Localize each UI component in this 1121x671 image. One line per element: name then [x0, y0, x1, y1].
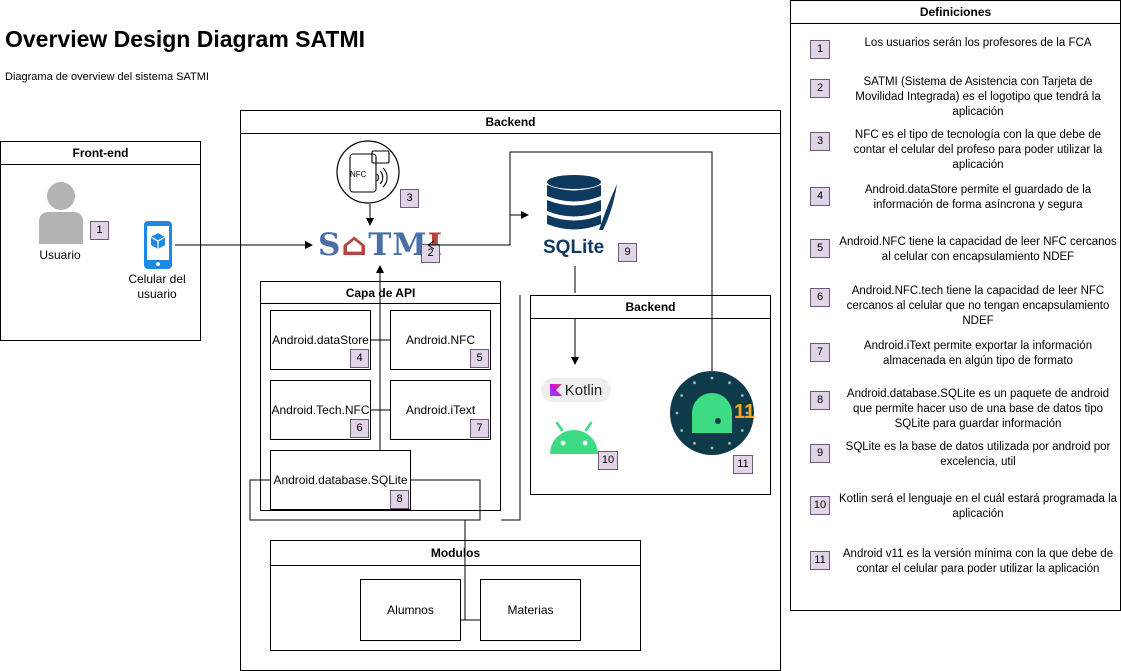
kotlin-logo: Kotlin	[541, 378, 611, 402]
user-label: Usuario	[39, 248, 81, 262]
android-robot-icon	[550, 422, 598, 454]
definition-text-9: SQLite es la base de datos utilizada por…	[845, 441, 1111, 468]
badge-6: 6	[350, 419, 369, 438]
definition-badge-8: 8	[810, 391, 830, 410]
definition-text-11: Android v11 es la versión mínima con la …	[842, 548, 1114, 575]
definition-text-4: Android.dataStore permite el guardado de…	[864, 184, 1092, 211]
api-item-sqlite: Android.database.SQLite	[270, 450, 411, 510]
android11-number: 11	[734, 401, 756, 423]
modulo-alumnos: Alumnos	[360, 579, 461, 641]
definition-badge-2: 2	[810, 79, 830, 98]
definition-badge-9: 9	[810, 444, 830, 463]
page-title: Overview Design Diagram SATMI	[5, 26, 366, 52]
sqlite-label: SQLite	[543, 237, 605, 258]
nfc-text: NFC	[350, 170, 367, 179]
definitions-panel: Definiciones	[790, 0, 1121, 611]
definition-badge-1: 1	[810, 40, 830, 59]
definition-text-2: SATMI (Sistema de Asistencia con Tarjeta…	[855, 76, 1101, 118]
page-subtitle: Diagrama de overview del sistema SATMI	[5, 71, 209, 83]
badge-9: 9	[618, 243, 637, 262]
badge-11: 11	[733, 455, 753, 474]
backend-title: Backend	[241, 111, 780, 134]
database-icon	[547, 175, 617, 230]
phone-icon	[144, 221, 172, 269]
modulos-title: Modulos	[271, 541, 640, 566]
user-icon	[39, 182, 83, 244]
modulo-label: Alumnos	[387, 603, 434, 617]
api-item-label: Android.iText	[405, 403, 476, 417]
satmi-logo: S⌂TMI	[318, 227, 442, 263]
badge-10: 10	[598, 451, 618, 470]
definition-text-7: Android.iText permite exportar la inform…	[863, 340, 1093, 367]
badge-5: 5	[470, 349, 489, 368]
api-item-label: Android.database.SQLite	[273, 473, 408, 487]
android11-icon	[670, 371, 754, 455]
definition-text-8: Android.database.SQLite es un paquete de…	[846, 388, 1110, 430]
api-item-tech-nfc: Android.Tech.NFC	[270, 380, 371, 440]
api-item-label: Android.dataStore	[272, 333, 369, 347]
definitions-title: Definiciones	[791, 1, 1120, 24]
api-item-label: Android.NFC	[405, 333, 476, 347]
definition-text-3: NFC es el tipo de tecnología con la que …	[853, 129, 1103, 171]
definition-text-5: Android.NFC tiene la capacidad de leer N…	[839, 236, 1117, 263]
phone-label: Celular del usuario	[128, 272, 186, 301]
badge-1: 1	[90, 221, 109, 240]
badge-4: 4	[350, 349, 369, 368]
definition-badge-5: 5	[810, 239, 830, 258]
badge-7: 7	[470, 419, 489, 438]
kotlin-text: Kotlin	[564, 381, 603, 399]
inner-backend-title: Backend	[531, 296, 770, 319]
definition-badge-11: 11	[810, 551, 830, 570]
definition-badge-10: 10	[810, 496, 830, 515]
definition-badge-4: 4	[810, 187, 830, 206]
nfc-phone-icon	[336, 140, 400, 204]
modulo-materias: Materias	[480, 579, 581, 641]
api-item-label: Android.Tech.NFC	[271, 403, 370, 417]
badge-3: 3	[400, 189, 419, 208]
definition-badge-6: 6	[810, 288, 830, 307]
definition-badge-3: 3	[810, 132, 830, 151]
definition-text-10: Kotlin será el lenguaje en el cuál estar…	[838, 493, 1118, 520]
frontend-title: Front-end	[1, 142, 200, 165]
definition-text-1: Los usuarios serán los profesores de la …	[864, 37, 1092, 49]
kotlin-icon	[549, 384, 562, 396]
badge-8: 8	[390, 490, 409, 509]
modulo-label: Materias	[507, 603, 554, 617]
definition-text-6: Android.NFC.tech tiene la capacidad de l…	[846, 285, 1110, 327]
definition-badge-7: 7	[810, 343, 830, 362]
